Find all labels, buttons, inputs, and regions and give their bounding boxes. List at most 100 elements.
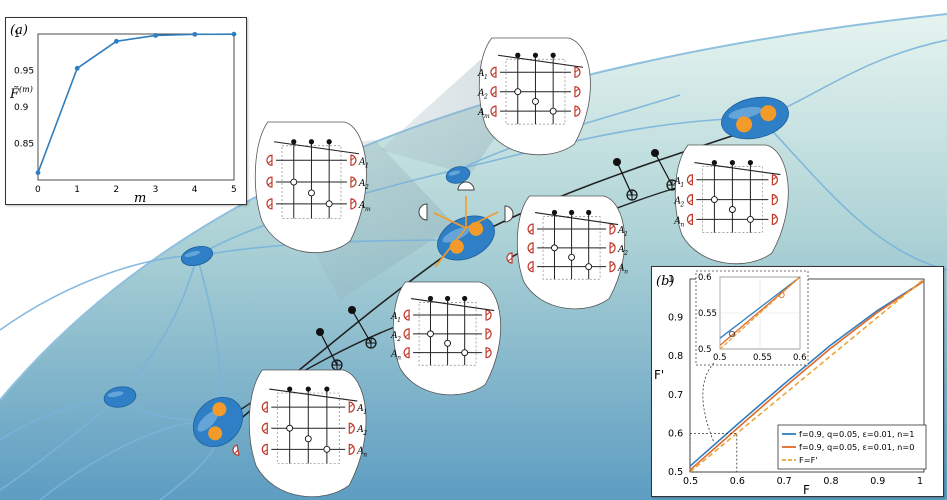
detector-needle	[528, 247, 534, 252]
detector-needle	[528, 266, 534, 271]
detector-icon	[686, 174, 693, 186]
chart-b-ytick: 0.6	[668, 428, 683, 439]
detector-needle	[485, 330, 491, 335]
chart-a-ytick: 0.9	[14, 103, 29, 113]
chart-b-line	[689, 280, 925, 471]
target-circle	[568, 253, 576, 261]
target-circle	[427, 330, 434, 338]
node-ellipse	[445, 166, 471, 184]
target-circle	[549, 107, 557, 115]
detector-icon	[266, 176, 273, 188]
control-dot	[287, 386, 293, 392]
detector-icon	[403, 309, 410, 321]
circuit-label-sub: 2	[623, 250, 628, 257]
detector-icon	[490, 105, 497, 117]
network-link	[0, 255, 198, 331]
detector-icon	[350, 154, 357, 166]
chart-a-ylabel-sup: (m)	[19, 85, 33, 94]
coupler-arm	[434, 227, 467, 268]
legend-label: f=0.9, q=0.05, ε=0.01, n=0	[799, 442, 914, 452]
detector-icon	[485, 309, 492, 321]
legend-label: F=F'	[799, 455, 818, 465]
circuit-label: A	[673, 177, 681, 187]
detector-needle	[609, 225, 615, 230]
circuit-label-sub: n	[363, 451, 367, 458]
bubble-shape	[478, 37, 591, 156]
node-ellipse	[180, 245, 214, 267]
detector-needle	[772, 196, 777, 200]
detector-needle	[350, 200, 356, 205]
control-dot	[308, 139, 315, 145]
chart-a-point	[35, 170, 41, 176]
chart-a-point	[74, 65, 80, 71]
circuit-label-sub: 2	[483, 94, 488, 101]
circuit-bus	[535, 211, 619, 226]
control-dot	[444, 295, 451, 302]
circuit-label-sub: 1	[365, 162, 369, 169]
detector-needle	[609, 244, 615, 249]
circuit-label: A	[358, 179, 366, 189]
network-link	[0, 396, 121, 491]
detector-icon	[771, 193, 778, 206]
target-circle	[514, 88, 522, 96]
detector-needle	[688, 179, 693, 184]
detector-icon	[527, 242, 534, 254]
inset-line	[719, 276, 801, 339]
detector-body	[457, 181, 475, 191]
detector-icon	[490, 86, 497, 98]
circuit-label-sub: 2	[364, 184, 369, 191]
detector-needle	[507, 257, 513, 262]
detector-icon	[457, 181, 475, 191]
bubble-shape	[516, 195, 626, 310]
circuit-label: A	[358, 201, 366, 211]
inset-xtick: 0.6	[793, 353, 807, 363]
node-small	[445, 166, 471, 184]
target-circle	[290, 178, 298, 186]
detector-icon	[574, 66, 581, 78]
circuit-label-sub: n	[680, 221, 684, 228]
detector-needle	[262, 406, 268, 411]
bubble-shape	[248, 369, 367, 498]
control-dot	[291, 139, 297, 145]
inset-ytick: 0.6	[698, 273, 712, 283]
inset-connector	[702, 362, 715, 442]
detector-icon	[261, 401, 268, 413]
detector-body	[232, 444, 240, 456]
control-dot	[305, 386, 311, 392]
chart-b-ytick: 1	[668, 274, 674, 285]
target-circle	[710, 196, 718, 204]
chart-a-xtick: 0	[35, 185, 41, 195]
detector-icon	[485, 347, 492, 359]
qubit-dot	[760, 105, 777, 122]
detector-icon	[261, 422, 268, 434]
detector-needle	[491, 110, 497, 115]
chart-b-ytick: 0.9	[668, 313, 683, 324]
chart-b-xtick: 0.9	[870, 476, 885, 487]
detector-needle	[772, 216, 777, 220]
circuit-label-sub: 1	[484, 74, 488, 81]
legend-box	[777, 424, 927, 470]
detector-icon	[261, 443, 268, 455]
node-ellipse	[103, 386, 137, 408]
control-dot	[586, 209, 592, 216]
control-dot	[550, 52, 556, 58]
circuit-label: A	[356, 425, 364, 435]
detector-icon	[232, 444, 240, 456]
circuit-label-sub: n	[624, 269, 628, 276]
detector-icon	[771, 174, 778, 186]
chart-a-ylabel: F̃	[9, 86, 20, 102]
node-top-right	[721, 96, 789, 140]
coupler-arm	[465, 211, 499, 229]
chart-a-xtick: 3	[153, 185, 159, 195]
circuit-label: A	[617, 245, 625, 255]
detector-icon	[574, 86, 581, 98]
detector-needle	[350, 178, 356, 183]
detector-icon	[574, 105, 581, 117]
circuit-bus	[694, 162, 781, 176]
circuit-bus	[273, 141, 360, 155]
circuit-label: A	[477, 69, 485, 79]
